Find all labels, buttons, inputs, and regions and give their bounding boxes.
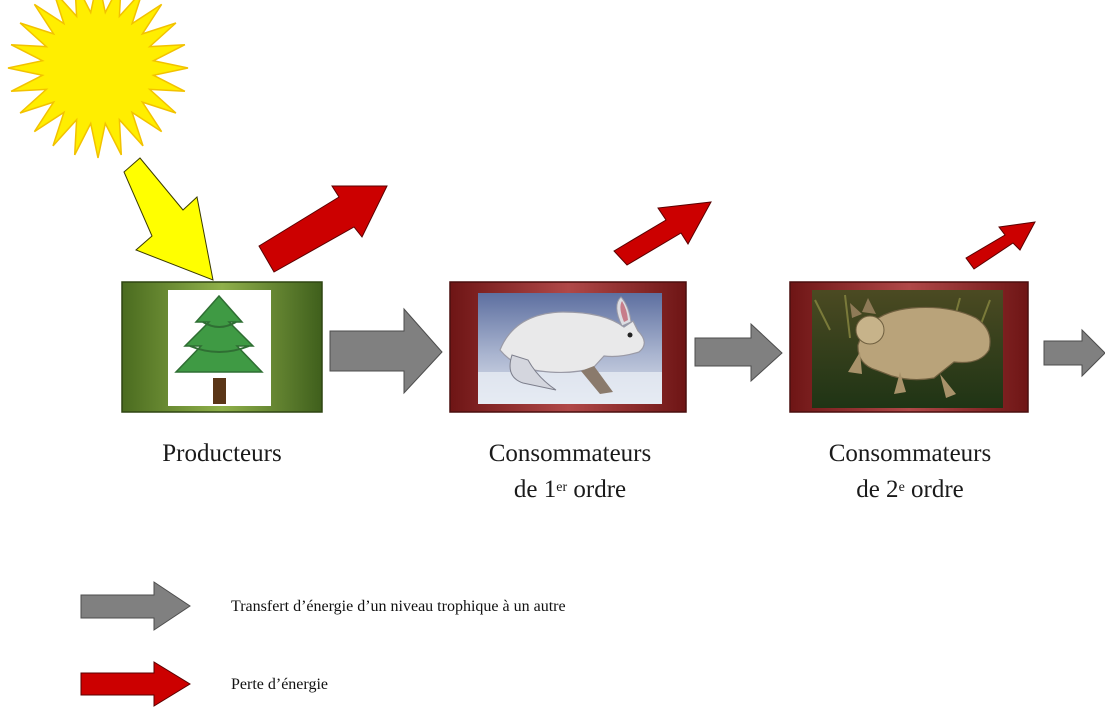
secondary-consumer-label: Consommateurs de 2e ordre	[790, 436, 1030, 508]
primary-consumer-order-number: de 1	[513, 476, 557, 503]
primary-consumer-order-word: ordre	[567, 476, 627, 503]
tree-icon	[174, 294, 264, 404]
loss-arrow-producer	[258, 185, 388, 273]
primary-consumer-label-line1: Consommateurs	[488, 440, 652, 467]
secondary-consumer-label-line1: Consommateurs	[828, 440, 992, 467]
sun-energy-arrow	[123, 157, 214, 281]
hare-icon	[478, 296, 662, 404]
secondary-consumer-order-suffix: e	[898, 480, 905, 495]
loss-arrow-secondary	[965, 221, 1036, 270]
producer-card	[121, 281, 323, 413]
legend-transfer-text: Transfert d’énergie d’un niveau trophiqu…	[231, 598, 566, 615]
legend-transfer-arrow-icon	[80, 581, 191, 631]
legend-loss-text: Perte d’énergie	[231, 676, 328, 693]
transfer-arrow-primary-to-secondary	[694, 322, 783, 383]
secondary-consumer-order-word: ordre	[904, 476, 964, 503]
primary-consumer-order-suffix: er	[556, 480, 568, 495]
primary-consumer-label-line2: de 1er ordre	[450, 472, 690, 508]
secondary-consumer-label-line2: de 2e ordre	[790, 472, 1030, 508]
loss-arrow-primary	[613, 201, 712, 266]
sun-icon	[7, 0, 189, 159]
lynx-icon	[814, 294, 991, 398]
transfer-arrow-secondary-onward	[1043, 328, 1105, 378]
secondary-consumer-order-number: de 2	[856, 476, 899, 503]
transfer-arrow-producer-to-primary	[329, 307, 443, 395]
secondary-consumer-card	[789, 281, 1029, 413]
primary-consumer-label: Consommateurs de 1er ordre	[450, 436, 690, 508]
producer-label: Producteurs	[122, 436, 322, 472]
primary-consumer-card	[449, 281, 687, 413]
producer-label-text: Producteurs	[162, 440, 282, 467]
legend-loss-arrow-icon	[80, 661, 191, 707]
